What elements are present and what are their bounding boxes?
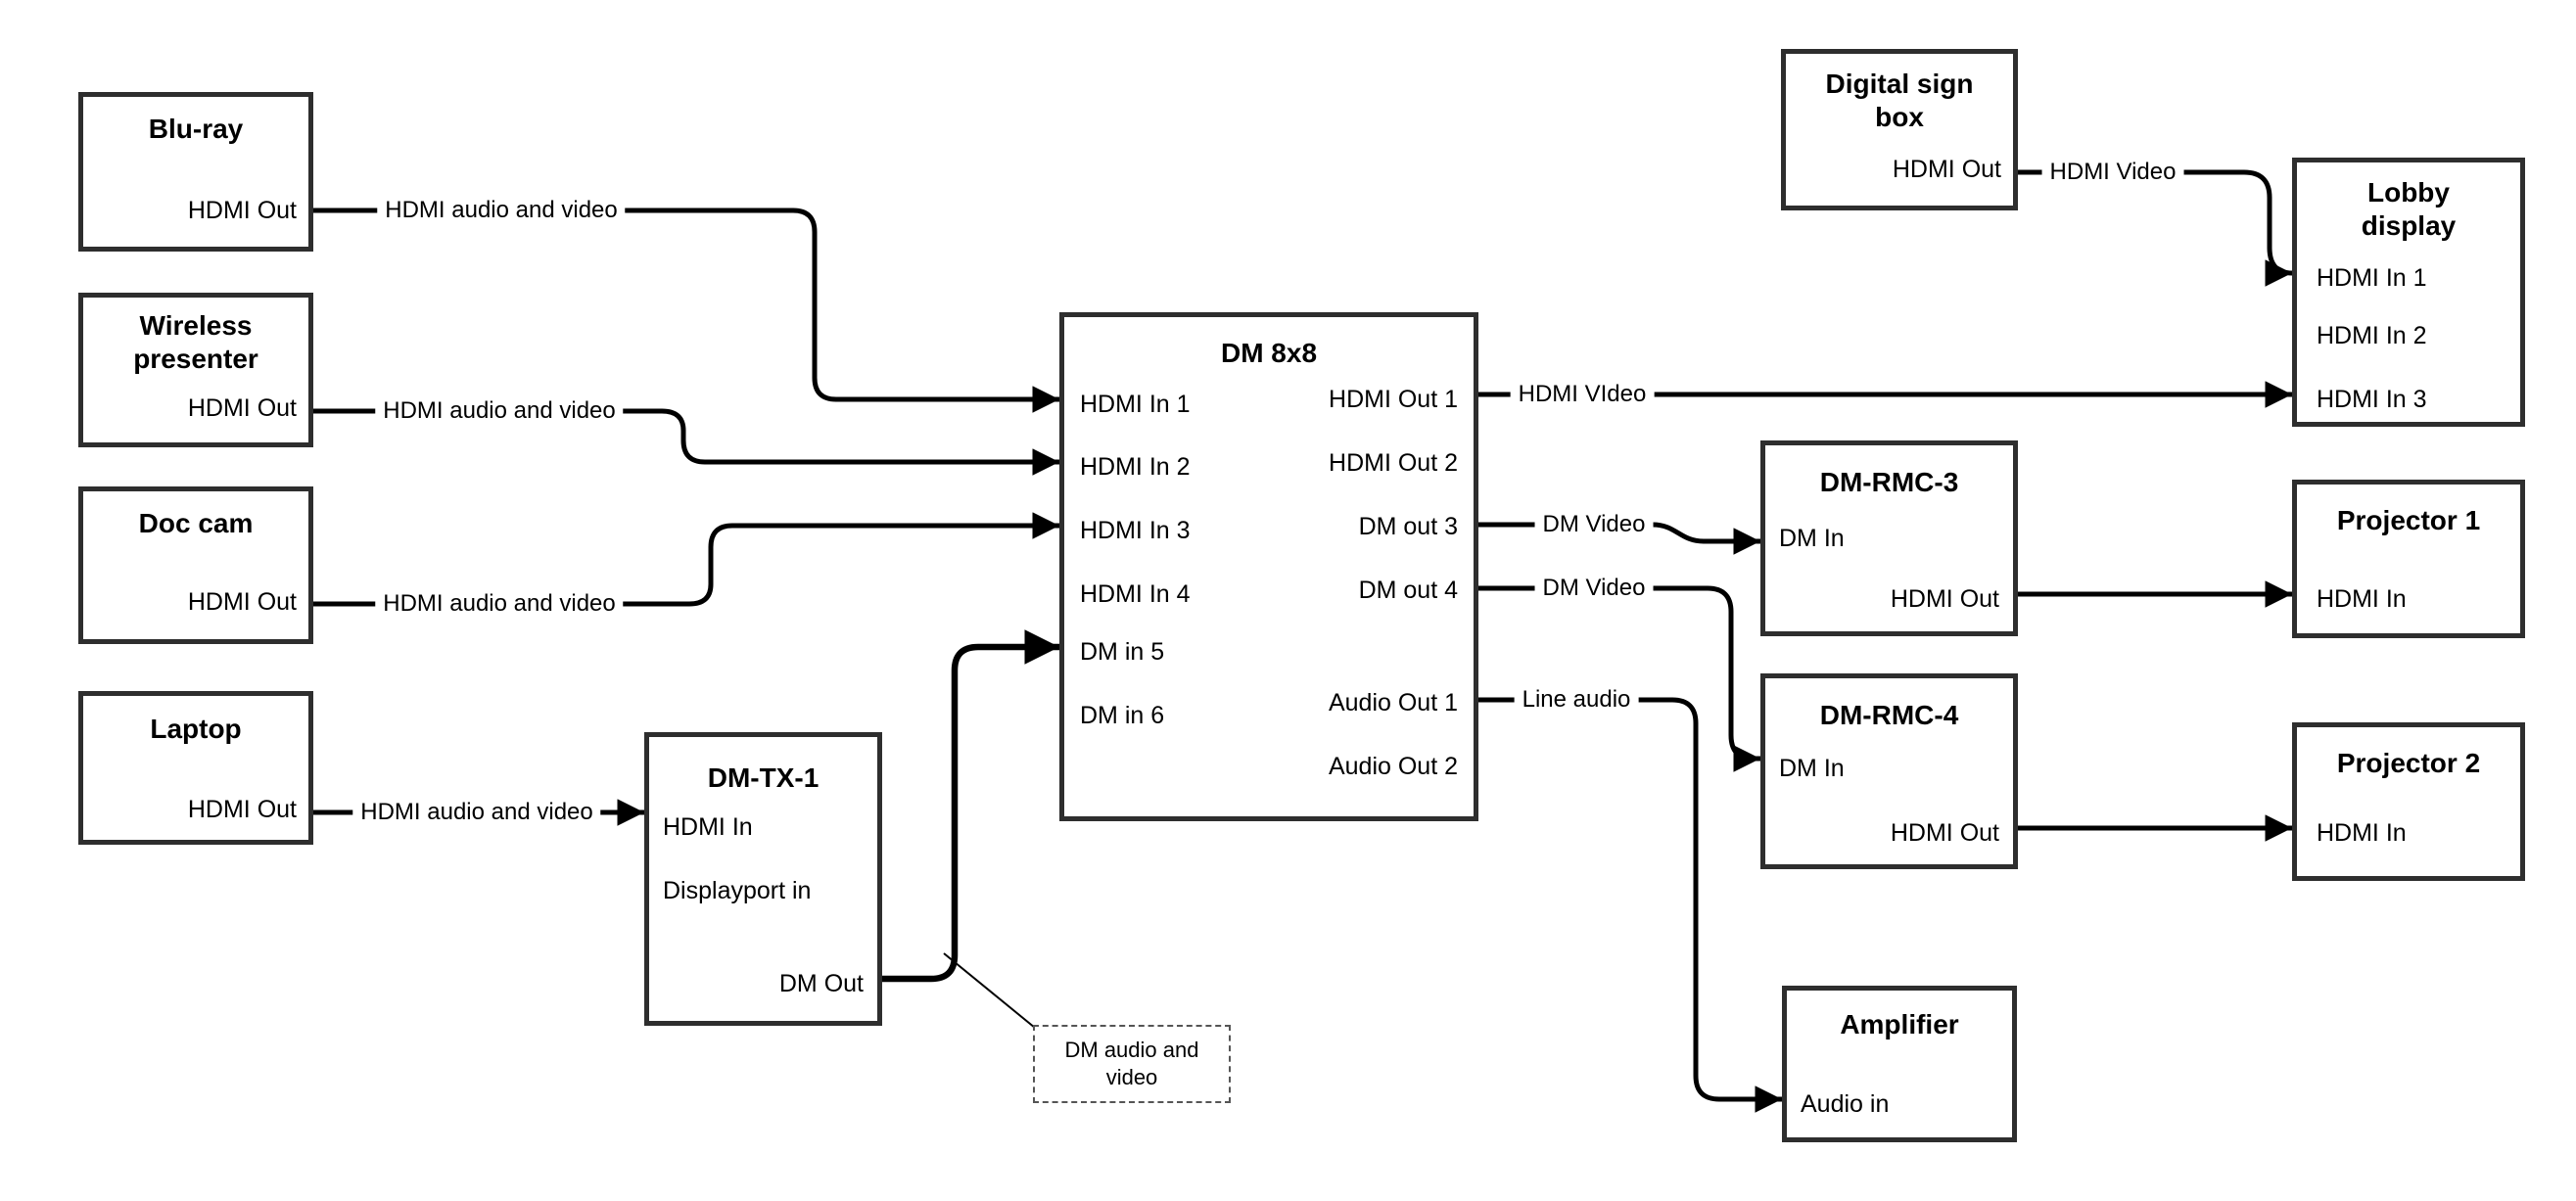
wire-digitalsign-to-lobby-in1 bbox=[2018, 169, 2293, 287]
port-lobby-hdmi-in-1: HDMI In 1 bbox=[2317, 264, 2427, 292]
port-dm8x8-hdmi-out-1: HDMI Out 1 bbox=[1329, 386, 1458, 413]
port-dm8x8-dm-in-5: DM in 5 bbox=[1080, 638, 1165, 666]
port-dm8x8-hdmi-in-3: HDMI In 3 bbox=[1080, 517, 1191, 544]
node-blu-ray: Blu-ray HDMI Out bbox=[78, 92, 313, 252]
port-projector1-hdmi-in: HDMI In bbox=[2317, 585, 2407, 613]
node-title: Laptop bbox=[150, 714, 242, 744]
wire-dm8x8-out3-to-rmc3-dmin bbox=[1478, 522, 1760, 555]
port-dmtx1-hdmi-in: HDMI In bbox=[663, 813, 753, 841]
port-projector2-hdmi-in: HDMI In bbox=[2317, 819, 2407, 847]
note-dm-audio-and-video: DM audio and video bbox=[1033, 1025, 1231, 1103]
wire-label-digitalsign: HDMI Video bbox=[2041, 159, 2184, 186]
node-title: Blu-ray bbox=[148, 114, 244, 144]
port-lobby-hdmi-in-3: HDMI In 3 bbox=[2317, 386, 2427, 413]
port-digitalsign-hdmi-out: HDMI Out bbox=[1892, 156, 2001, 183]
node-dm-8x8: DM 8x8 HDMI In 1 HDMI In 2 HDMI In 3 HDM… bbox=[1059, 312, 1478, 821]
node-doc-cam: Doc cam HDMI Out bbox=[78, 486, 313, 644]
node-title: DM-TX-1 bbox=[707, 762, 820, 793]
wire-label-audio-out1: Line audio bbox=[1514, 686, 1639, 714]
note-callout-line bbox=[943, 952, 1036, 1029]
wire-dmtx1-dmout-to-dm8x8-in5 bbox=[882, 629, 1059, 983]
node-title: Amplifier bbox=[1840, 1009, 1959, 1039]
node-title: Doc cam bbox=[138, 508, 254, 538]
port-doccam-hdmi-out: HDMI Out bbox=[187, 588, 297, 616]
port-dm8x8-audio-out-2: Audio Out 2 bbox=[1328, 753, 1458, 780]
node-title: Projector 1 bbox=[2336, 505, 2481, 535]
title-line-2: display bbox=[2361, 210, 2457, 241]
node-title: Digital sign box bbox=[1786, 68, 2013, 134]
wire-label-dm-out3: DM Video bbox=[1534, 511, 1654, 538]
port-dmtx1-displayport-in: Displayport in bbox=[663, 877, 812, 904]
wire-label-laptop: HDMI audio and video bbox=[352, 799, 601, 826]
node-dm-rmc-4: DM-RMC-4 DM In HDMI Out bbox=[1760, 673, 2018, 869]
port-amplifier-audio-in: Audio in bbox=[1801, 1090, 1890, 1118]
wire-dm8x8-out4-to-rmc4-dmin bbox=[1478, 585, 1760, 772]
port-dm8x8-audio-out-1: Audio Out 1 bbox=[1328, 689, 1458, 716]
port-laptop-hdmi-out: HDMI Out bbox=[187, 796, 297, 823]
node-dm-rmc-3: DM-RMC-3 DM In HDMI Out bbox=[1760, 440, 2018, 636]
node-amplifier: Amplifier Audio in bbox=[1782, 986, 2017, 1142]
wire-dm8x8-audio1-to-amplifier bbox=[1478, 697, 1782, 1113]
node-title: DM-RMC-3 bbox=[1819, 467, 1959, 497]
wire-label-wireless: HDMI audio and video bbox=[375, 397, 624, 425]
node-laptop: Laptop HDMI Out bbox=[78, 691, 313, 845]
node-dm-tx-1: DM-TX-1 HDMI In Displayport in DM Out bbox=[644, 732, 882, 1026]
wire-label-doccam: HDMI audio and video bbox=[375, 590, 624, 618]
wire-wireless-to-dm8x8-in2 bbox=[313, 408, 1059, 476]
port-dm8x8-dm-out-3: DM out 3 bbox=[1358, 513, 1458, 540]
node-title: DM 8x8 bbox=[1220, 338, 1318, 368]
port-dm8x8-hdmi-in-1: HDMI In 1 bbox=[1080, 391, 1191, 418]
port-rmc3-dm-in: DM In bbox=[1779, 525, 1845, 552]
node-digital-sign-box: Digital sign box HDMI Out bbox=[1781, 49, 2018, 210]
port-dmtx1-dm-out: DM Out bbox=[778, 970, 864, 997]
title-line-2: box bbox=[1875, 102, 1924, 132]
port-rmc3-hdmi-out: HDMI Out bbox=[1890, 585, 1999, 613]
node-title: Projector 2 bbox=[2336, 748, 2481, 778]
wire-bluray-to-dm8x8-in1 bbox=[313, 208, 1059, 413]
port-rmc4-dm-in: DM In bbox=[1779, 755, 1845, 782]
wire-label-dm-out4: DM Video bbox=[1534, 575, 1654, 602]
title-line-1: Lobby bbox=[2367, 177, 2450, 208]
node-title: Wireless presenter bbox=[83, 309, 308, 376]
port-lobby-hdmi-in-2: HDMI In 2 bbox=[2317, 322, 2427, 349]
node-title: Lobby display bbox=[2297, 176, 2520, 243]
node-projector-1: Projector 1 HDMI In bbox=[2292, 480, 2525, 638]
note-line-2: video bbox=[1105, 1065, 1158, 1089]
port-dm8x8-dm-out-4: DM out 4 bbox=[1358, 577, 1458, 604]
port-bluray-hdmi-out: HDMI Out bbox=[187, 197, 297, 224]
port-dm8x8-hdmi-in-4: HDMI In 4 bbox=[1080, 580, 1191, 608]
title-line-2: presenter bbox=[133, 344, 258, 374]
node-projector-2: Projector 2 HDMI In bbox=[2292, 722, 2525, 881]
port-dm8x8-dm-in-6: DM in 6 bbox=[1080, 702, 1165, 729]
port-dm8x8-hdmi-in-2: HDMI In 2 bbox=[1080, 453, 1191, 481]
title-line-1: Wireless bbox=[139, 310, 253, 341]
port-rmc4-hdmi-out: HDMI Out bbox=[1890, 819, 1999, 847]
port-wireless-hdmi-out: HDMI Out bbox=[187, 394, 297, 422]
node-title: DM-RMC-4 bbox=[1819, 700, 1959, 730]
note-line-1: DM audio and bbox=[1064, 1038, 1199, 1062]
wire-label-hdmi-out1: HDMI VIdeo bbox=[1510, 381, 1655, 408]
port-dm8x8-hdmi-out-2: HDMI Out 2 bbox=[1329, 449, 1458, 477]
node-lobby-display: Lobby display HDMI In 1 HDMI In 2 HDMI I… bbox=[2292, 158, 2525, 427]
node-wireless-presenter: Wireless presenter HDMI Out bbox=[78, 293, 313, 447]
wire-label-bluray: HDMI audio and video bbox=[377, 197, 626, 224]
wire-doccam-to-dm8x8-in3 bbox=[313, 512, 1059, 607]
title-line-1: Digital sign bbox=[1825, 69, 1974, 99]
